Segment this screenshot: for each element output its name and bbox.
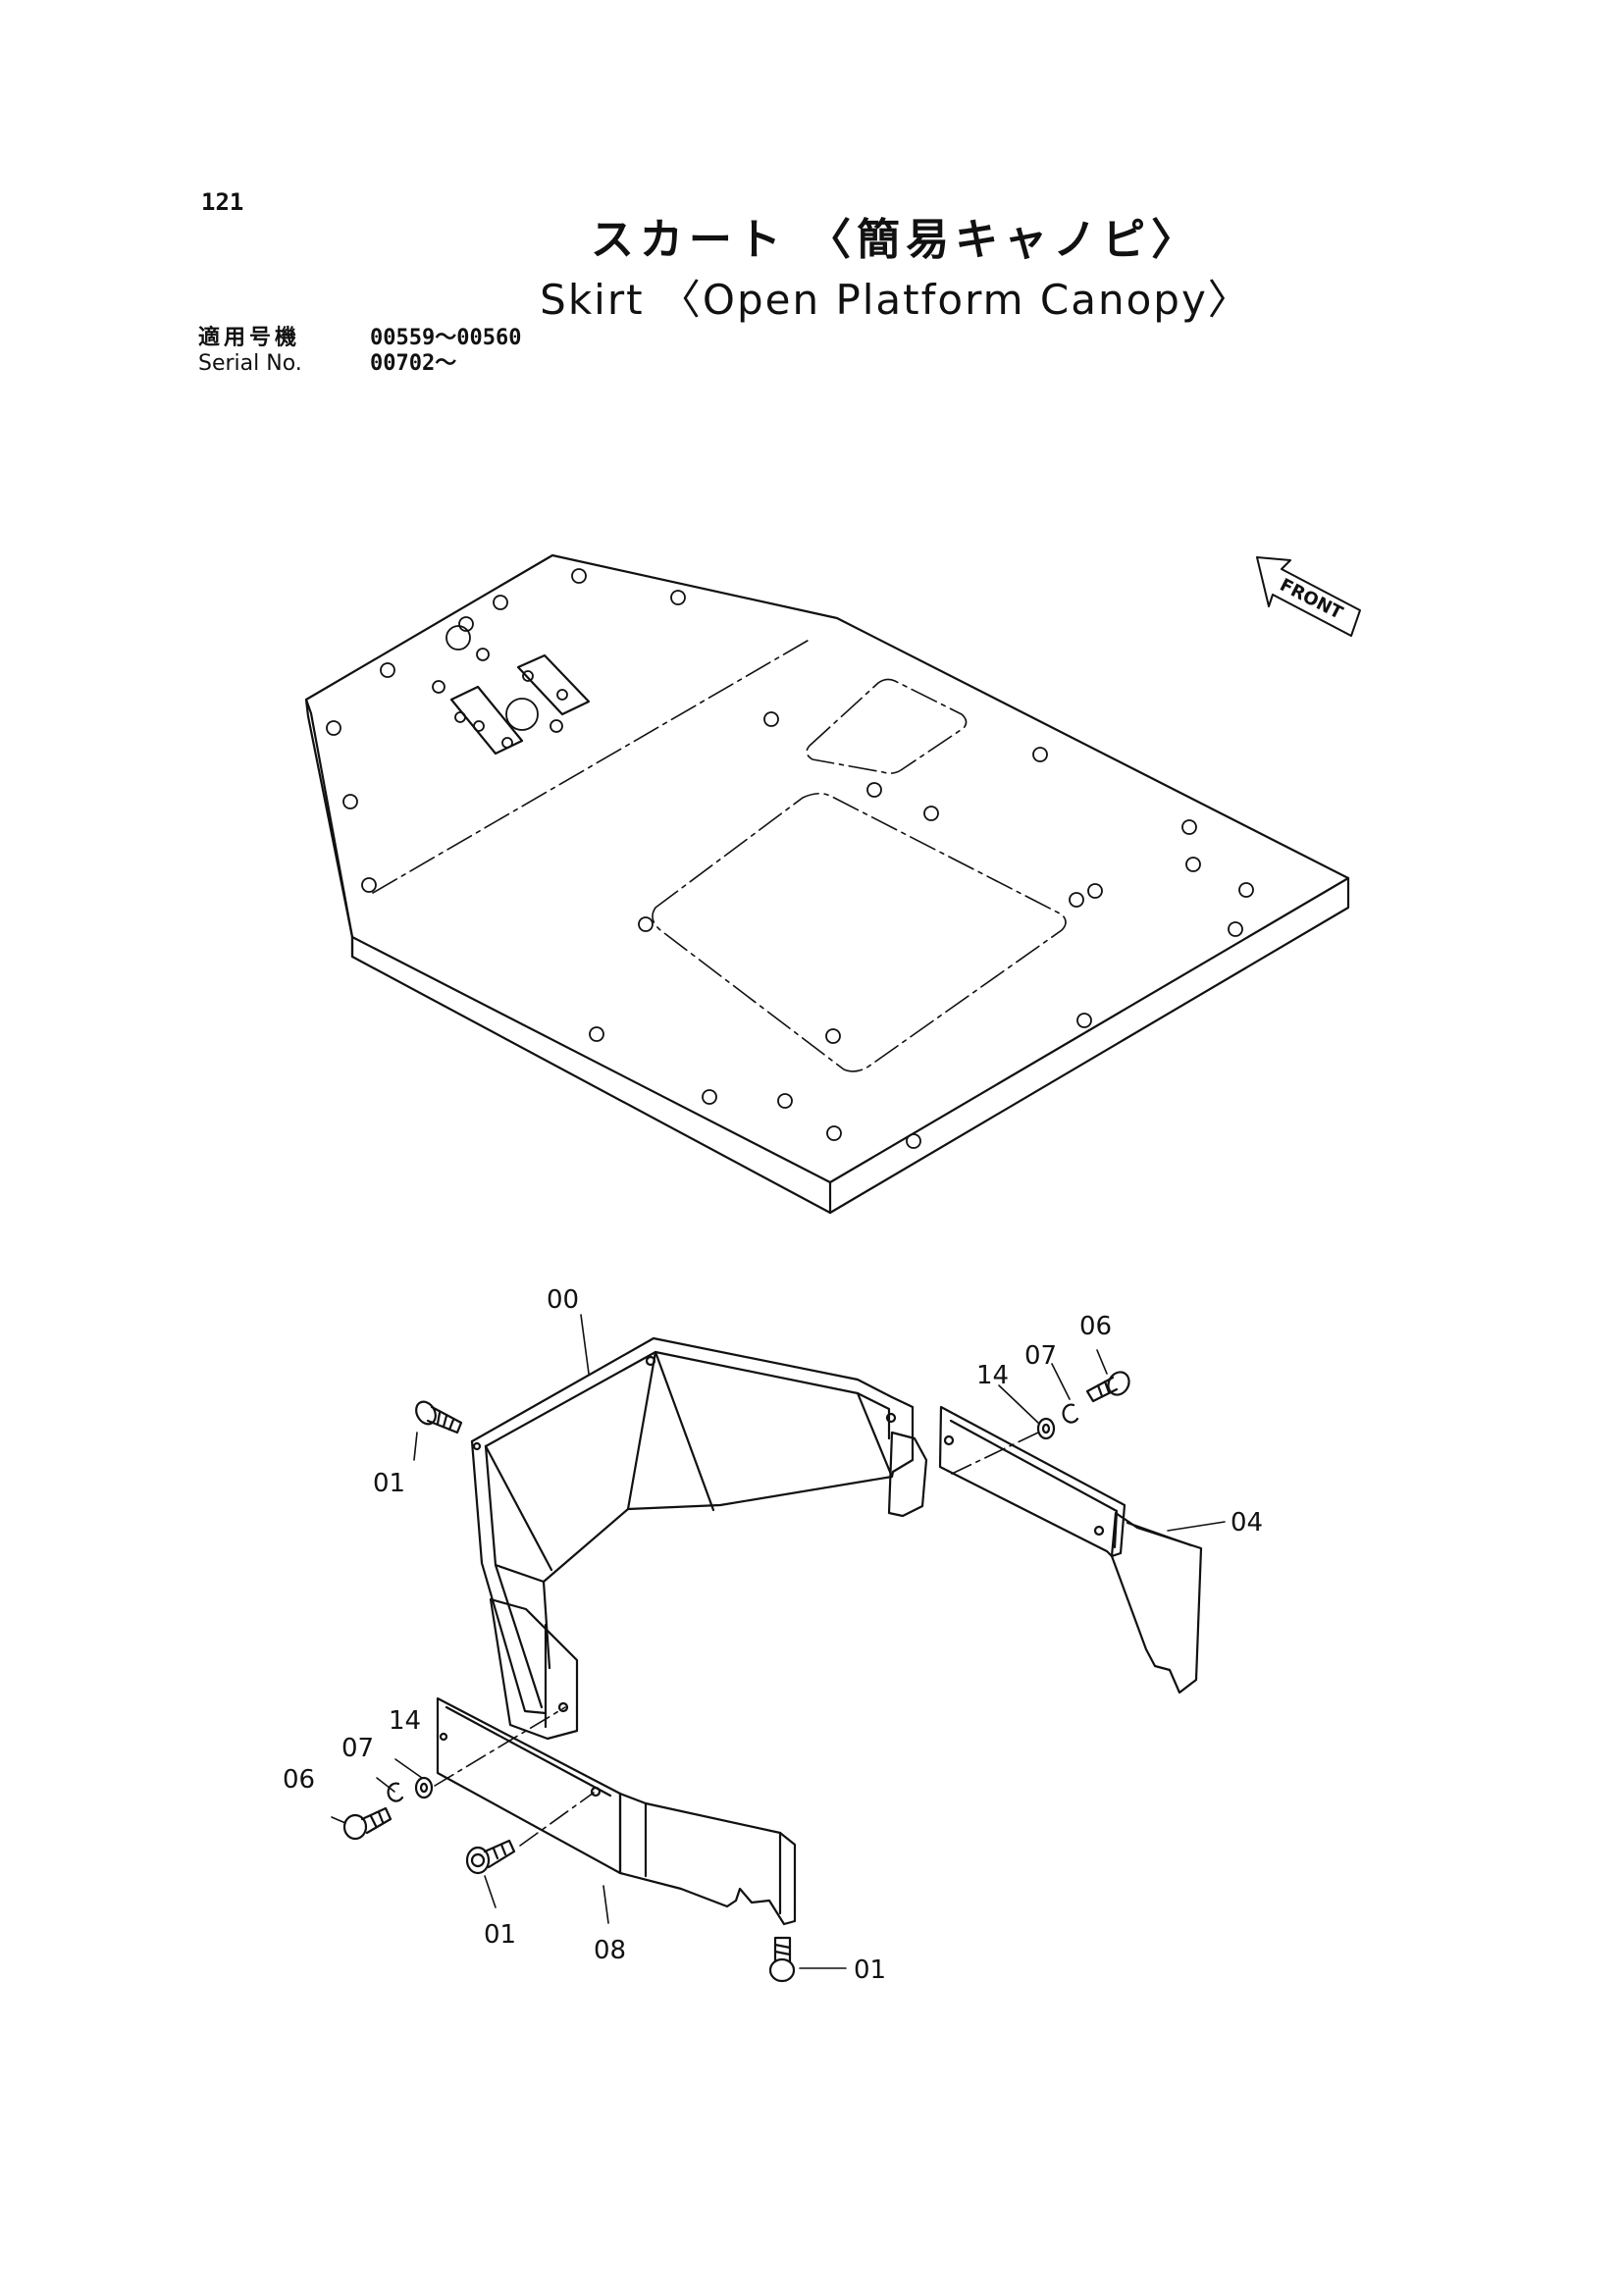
callout-01-mid: 01 xyxy=(484,1920,516,1950)
hole xyxy=(458,616,474,632)
leader-lines xyxy=(331,1314,1226,1969)
hole xyxy=(476,648,490,661)
bolt-06-left xyxy=(342,1806,393,1841)
washer-14-left xyxy=(414,1776,434,1799)
small-cutout-outline xyxy=(806,678,968,774)
hole xyxy=(1228,921,1243,937)
washer-07-right xyxy=(1062,1403,1079,1424)
skirt-side-part-08 xyxy=(436,1696,797,1926)
callout-06-left: 06 xyxy=(283,1765,315,1795)
hole xyxy=(1069,892,1084,908)
front-direction-arrow xyxy=(1256,556,1361,637)
serial-row-english: Serial No. 00702～ xyxy=(198,351,521,377)
hole xyxy=(571,568,587,584)
hole xyxy=(1032,747,1048,762)
large-cutout-outline xyxy=(652,792,1067,1072)
hole xyxy=(866,782,882,798)
part-08-wing xyxy=(618,1792,797,1926)
hole xyxy=(702,1089,717,1105)
hole xyxy=(473,720,485,732)
hole xyxy=(826,1125,842,1141)
bolt-01-top xyxy=(415,1400,463,1434)
serial-number-block: 適用号機 00559～00560 Serial No. 00702～ xyxy=(198,326,521,377)
hole xyxy=(550,719,563,733)
hole xyxy=(923,806,939,821)
plate-center-line xyxy=(372,637,813,894)
hole xyxy=(522,670,534,682)
skirt-main-part-00 xyxy=(470,1336,928,1741)
page-title-english: Skirt 〈Open Platform Canopy〉 xyxy=(540,276,1251,324)
callout-14-right: 14 xyxy=(976,1361,1009,1390)
bolt-01-bottom xyxy=(768,1936,796,1983)
floor-plate-edge-right xyxy=(828,876,1350,1215)
callout-labels: 00 01 01 01 04 06 07 14 06 07 14 08 xyxy=(283,1285,1263,1985)
assembly-center-lines xyxy=(434,1432,1039,1847)
serial-label-english: Serial No. xyxy=(198,351,302,376)
hole xyxy=(777,1093,793,1109)
skirt-right-tab xyxy=(887,1431,928,1518)
hole xyxy=(380,662,395,678)
skirt-side-part-04 xyxy=(938,1405,1203,1694)
callout-08: 08 xyxy=(594,1936,626,1965)
hole xyxy=(454,711,466,723)
callout-01-top: 01 xyxy=(373,1469,405,1498)
page-title-japanese: スカート 〈簡易キャノピ〉 xyxy=(590,215,1201,265)
washer-14-right xyxy=(1036,1417,1056,1440)
washer-07-left xyxy=(387,1782,404,1802)
callout-14-left: 14 xyxy=(389,1706,421,1736)
hole xyxy=(1087,883,1103,899)
hole xyxy=(1185,857,1201,872)
hole xyxy=(589,1026,604,1042)
callout-00: 00 xyxy=(547,1285,579,1315)
plate-bracket-lower xyxy=(449,685,524,756)
hole xyxy=(342,794,358,809)
hole xyxy=(556,689,568,701)
hole xyxy=(825,1028,841,1044)
hole-large xyxy=(445,625,471,651)
hole xyxy=(326,720,341,736)
part-04-wing xyxy=(1110,1511,1203,1694)
callout-01-bottom: 01 xyxy=(854,1955,886,1985)
callout-06-right: 06 xyxy=(1079,1312,1112,1341)
skirt-outer-edge xyxy=(470,1439,548,1715)
front-label: FRONT xyxy=(1277,575,1346,624)
floor-plate xyxy=(304,553,1350,1215)
serial-value-japanese: 00559～00560 xyxy=(370,326,522,350)
plate-bracket-upper xyxy=(516,653,591,716)
hole xyxy=(432,680,445,694)
hole xyxy=(361,877,377,893)
hole xyxy=(493,595,508,610)
hole xyxy=(638,916,654,932)
hole xyxy=(763,711,779,727)
hole xyxy=(1076,1013,1092,1028)
skirt-lower-tab xyxy=(489,1597,579,1741)
serial-row-japanese: 適用号機 00559～00560 xyxy=(198,326,521,351)
serial-label-japanese: 適用号機 xyxy=(198,326,301,350)
skirt-top-edge xyxy=(470,1336,915,1670)
hole xyxy=(1181,819,1197,835)
plate-holes xyxy=(326,568,1254,1149)
bolt-01-mid xyxy=(465,1839,516,1875)
hole xyxy=(906,1133,921,1149)
bolt-06-right xyxy=(1085,1371,1130,1403)
page-number: 121 xyxy=(201,188,244,216)
floor-plate-edge-left xyxy=(304,698,832,1215)
callout-07-left: 07 xyxy=(341,1734,374,1763)
callout-07-right: 07 xyxy=(1024,1341,1057,1371)
hole-large xyxy=(505,698,539,731)
hole xyxy=(1238,882,1254,898)
callout-04: 04 xyxy=(1231,1508,1263,1538)
serial-value-english: 00702～ xyxy=(370,351,457,376)
hole xyxy=(501,737,513,749)
hole xyxy=(670,590,686,605)
